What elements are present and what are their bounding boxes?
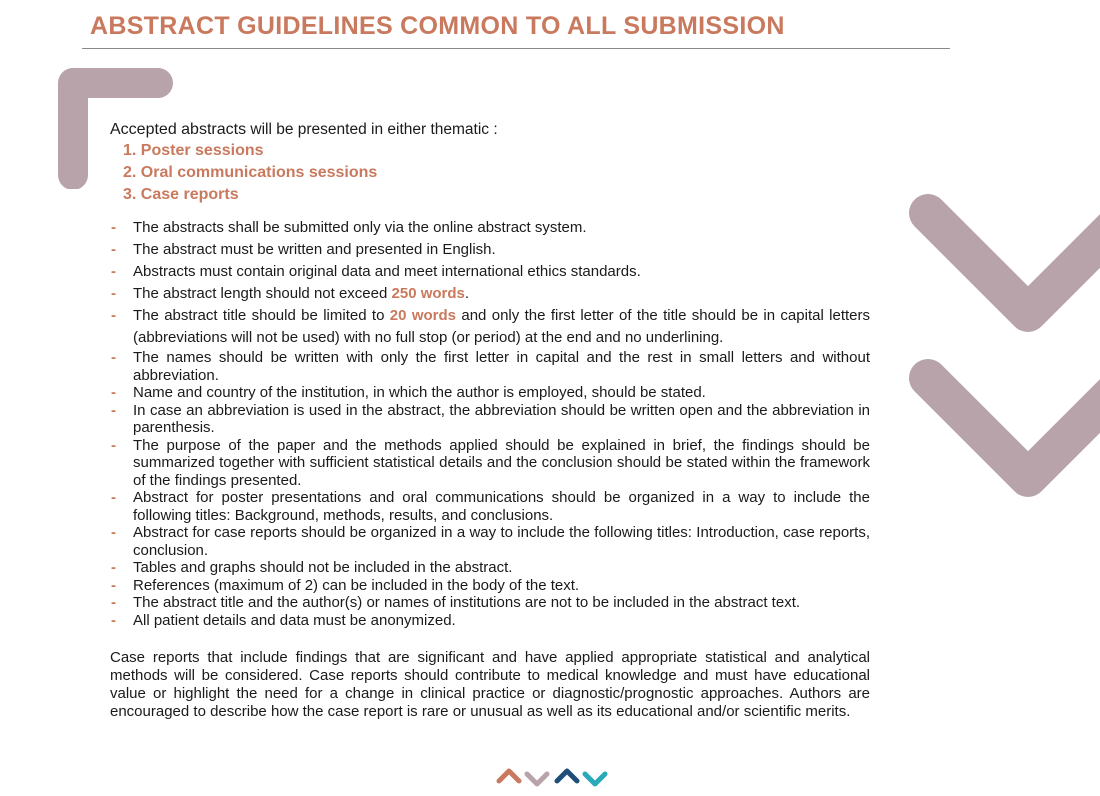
guideline-text: The abstract title should be limited to bbox=[133, 307, 390, 324]
guideline-item: The abstracts shall be submitted only vi… bbox=[110, 217, 870, 239]
guideline-item: The names should be written with only th… bbox=[110, 349, 870, 384]
guideline-item: Abstract for poster presentations and or… bbox=[110, 489, 870, 524]
guidelines-list: The abstracts shall be submitted only vi… bbox=[110, 217, 870, 629]
title-divider bbox=[82, 48, 950, 49]
intro-line: Accepted abstracts will be presented in … bbox=[110, 121, 870, 139]
guideline-item: The abstract must be written and present… bbox=[110, 239, 870, 261]
guideline-item: References (maximum of 2) can be include… bbox=[110, 577, 870, 595]
guideline-item: The purpose of the paper and the methods… bbox=[110, 437, 870, 490]
corner-bracket-icon bbox=[58, 68, 173, 189]
guideline-item: Tables and graphs should not be included… bbox=[110, 559, 870, 577]
footer-chevrons bbox=[496, 768, 608, 787]
submission-types-list: 1. Poster sessions 2. Oral communication… bbox=[110, 140, 870, 206]
chevron-down-icon bbox=[524, 771, 550, 787]
guideline-item: In case an abbreviation is used in the a… bbox=[110, 402, 870, 437]
guideline-item: Name and country of the institution, in … bbox=[110, 384, 870, 402]
submission-type-item: 3. Case reports bbox=[123, 186, 239, 203]
submission-type-item: 1. Poster sessions bbox=[123, 142, 264, 159]
submission-type-item: 2. Oral communications sessions bbox=[123, 164, 378, 181]
intro-emphasis: Accepted abstracts bbox=[110, 121, 247, 138]
case-reports-paragraph: Case reports that include findings that … bbox=[110, 649, 870, 720]
chevron-up-icon bbox=[554, 768, 580, 784]
guidelines-body: Accepted abstracts will be presented in … bbox=[110, 121, 870, 721]
page-title: ABSTRACT GUIDELINES COMMON TO ALL SUBMIS… bbox=[90, 12, 785, 40]
chevron-down-icon bbox=[909, 194, 1100, 332]
word-limit-highlight: 250 words bbox=[391, 285, 465, 302]
guideline-item: Abstracts must contain original data and… bbox=[110, 261, 870, 283]
intro-rest: will be presented in either thematic : bbox=[246, 121, 498, 138]
guideline-item: The abstract title should be limited to … bbox=[110, 305, 870, 349]
guideline-text: and only the first letter of the title s… bbox=[133, 307, 870, 346]
guideline-item: All patient details and data must be ano… bbox=[110, 612, 870, 630]
guideline-text: . bbox=[464, 285, 470, 302]
chevron-down-icon bbox=[582, 771, 608, 787]
guideline-item: The abstract length should not exceed 25… bbox=[110, 283, 870, 305]
title-limit-highlight: 20 words bbox=[389, 307, 456, 324]
guideline-item: The abstract title and the author(s) or … bbox=[110, 594, 870, 612]
guideline-text: The abstract length should not exceed bbox=[133, 285, 392, 302]
chevron-up-icon bbox=[496, 768, 522, 784]
chevron-down-icon bbox=[909, 359, 1100, 497]
guideline-item: Abstract for case reports should be orga… bbox=[110, 524, 870, 559]
